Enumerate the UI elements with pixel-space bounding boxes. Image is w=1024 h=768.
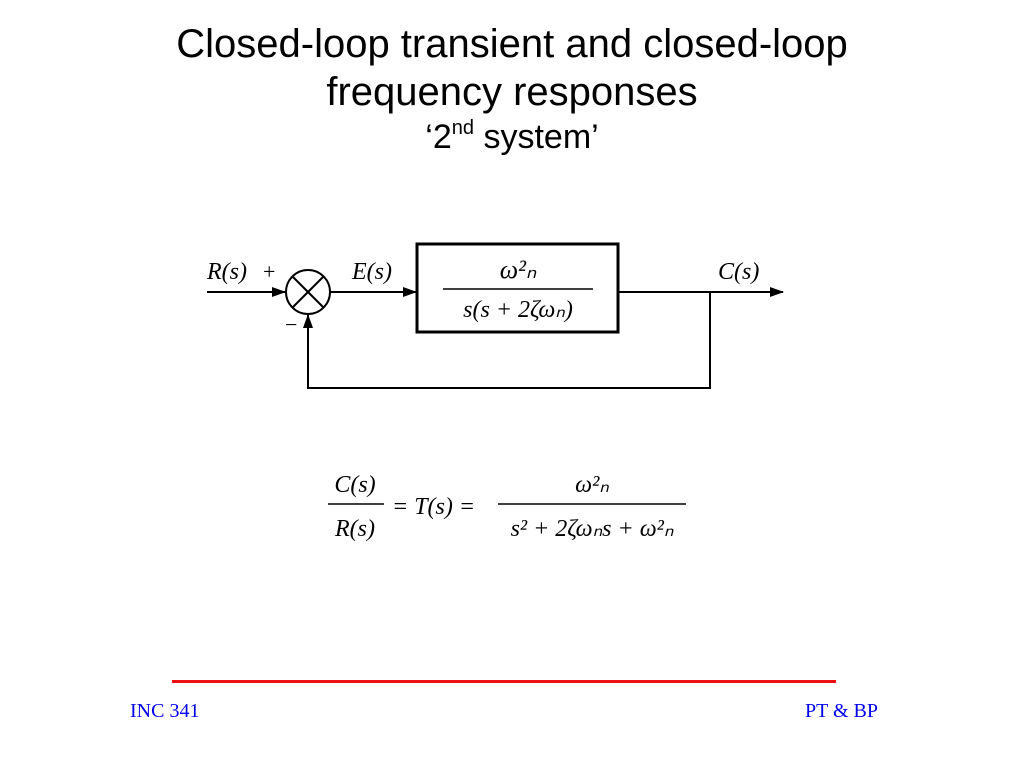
eq-rhs-numerator: ω²ₙ [575,472,609,498]
title-line-1: Closed-loop transient and closed-loop [176,22,848,66]
block-diagram: ω²ₙ s(s + 2ζωₙ) R(s) + − E(s) C(s) [206,242,784,389]
title-line-2: frequency responses [326,70,698,114]
tf-denominator: s(s + 2ζωₙ) [463,297,573,323]
title-subtitle: ‘2nd system’ [0,116,1024,158]
eq-middle: = T(s) = [392,494,475,520]
footer-authors: PT & BP [805,700,878,722]
transfer-function-equation: C(s) R(s) = T(s) = ω²ₙ s² + 2ζωₙs + ω²ₙ [328,472,686,542]
slide-title: Closed-loop transient and closed-loop fr… [0,20,1024,158]
eq-lhs-denominator: R(s) [334,516,375,542]
summing-junction [285,269,331,315]
plus-sign: + [263,259,275,284]
eq-rhs-denominator: s² + 2ζωₙs + ω²ₙ [511,516,674,542]
feedback-path [303,292,711,389]
subtitle-open: ‘2 [425,118,452,156]
footer-rule [172,680,836,683]
footer-course-code: INC 341 [130,700,200,722]
subtitle-superscript: nd [451,117,475,139]
transfer-function-block [415,242,620,334]
eq-lhs-numerator: C(s) [334,472,375,498]
error-label: E(s) [351,259,392,285]
subtitle-rest: system’ [474,118,599,156]
input-label: R(s) [206,259,247,285]
output-label: C(s) [718,259,759,285]
minus-sign: − [285,312,297,337]
tf-numerator: ω²ₙ [500,255,537,284]
